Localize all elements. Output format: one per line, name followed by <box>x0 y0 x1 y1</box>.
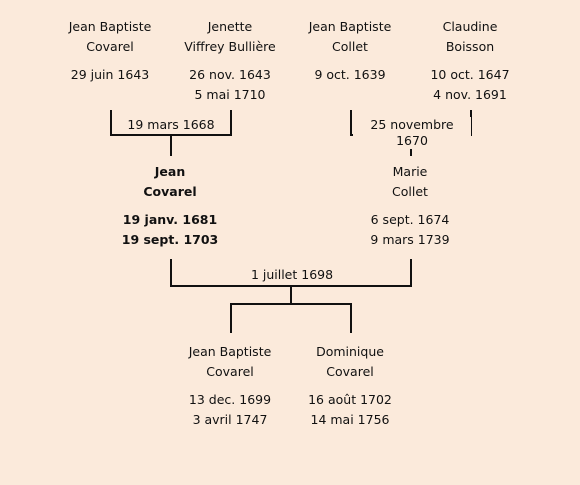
person-dominique-covarel: Dominique Covarel 16 août 1702 14 mai 17… <box>285 342 415 430</box>
connector-line <box>350 110 352 136</box>
person-surname: Covarel <box>206 364 254 379</box>
marriage-date-3: 1 juillet 1698 <box>244 267 340 283</box>
person-name: Claudine <box>442 19 498 34</box>
death-date: 19 sept. 1703 <box>121 232 219 247</box>
person-name: Jenette <box>207 19 253 34</box>
birth-date: 29 juin 1643 <box>70 67 150 82</box>
marriage-date-1: 19 mars 1668 <box>121 117 221 133</box>
birth-date: 19 janv. 1681 <box>122 212 218 227</box>
person-surname: Covarel <box>326 364 374 379</box>
person-surname: Collet <box>392 184 428 199</box>
birth-date: 6 sept. 1674 <box>370 212 450 227</box>
person-name: Jean Baptiste <box>68 19 152 34</box>
person-name: Jean Baptiste <box>188 344 272 359</box>
connector-line <box>170 259 172 287</box>
person-name: Jean Baptiste <box>308 19 392 34</box>
birth-date: 26 nov. 1643 <box>189 67 271 82</box>
person-jean-covarel: Jean Covarel 19 janv. 1681 19 sept. 1703 <box>105 162 235 250</box>
connector-line <box>170 134 172 156</box>
death-date: 3 avril 1747 <box>192 412 268 427</box>
person-name: Jean <box>154 164 186 179</box>
person-jean-baptiste-covarel-younger: Jean Baptiste Covarel 13 dec. 1699 3 avr… <box>165 342 295 430</box>
birth-date: 13 dec. 1699 <box>188 392 272 407</box>
person-surname: Collet <box>332 39 368 54</box>
person-jenette-viffrey-bulliere: Jenette Viffrey Bullière 26 nov. 1643 5 … <box>165 17 295 105</box>
death-date: 4 nov. 1691 <box>433 87 507 102</box>
connector-line <box>230 110 232 136</box>
birth-date: 9 oct. 1639 <box>314 67 386 82</box>
connector-line <box>230 303 352 305</box>
person-marie-collet: Marie Collet 6 sept. 1674 9 mars 1739 <box>345 162 475 250</box>
birth-date: 10 oct. 1647 <box>430 67 510 82</box>
death-date: 9 mars 1739 <box>370 232 450 247</box>
death-date: 5 mai 1710 <box>194 87 266 102</box>
person-surname: Viffrey Bullière <box>184 39 276 54</box>
connector-line <box>410 259 412 287</box>
connector-line <box>230 303 232 333</box>
death-date: 14 mai 1756 <box>310 412 390 427</box>
person-surname: Covarel <box>86 39 134 54</box>
connector-line <box>110 110 112 136</box>
connector-line <box>470 110 472 136</box>
person-surname: Boisson <box>445 39 495 54</box>
person-jean-baptiste-collet: Jean Baptiste Collet 9 oct. 1639 <box>285 17 415 85</box>
person-name: Dominique <box>316 344 384 359</box>
birth-date: 16 août 1702 <box>308 392 392 407</box>
person-name: Marie <box>392 164 428 179</box>
person-claudine-boisson: Claudine Boisson 10 oct. 1647 4 nov. 169… <box>405 17 535 105</box>
person-jean-baptiste-covarel-elder: Jean Baptiste Covarel 29 juin 1643 <box>45 17 175 85</box>
marriage-date-2: 25 novembre 1670 <box>353 117 471 149</box>
connector-line <box>350 303 352 333</box>
person-surname: Covarel <box>143 184 197 199</box>
connector-line <box>290 285 292 305</box>
